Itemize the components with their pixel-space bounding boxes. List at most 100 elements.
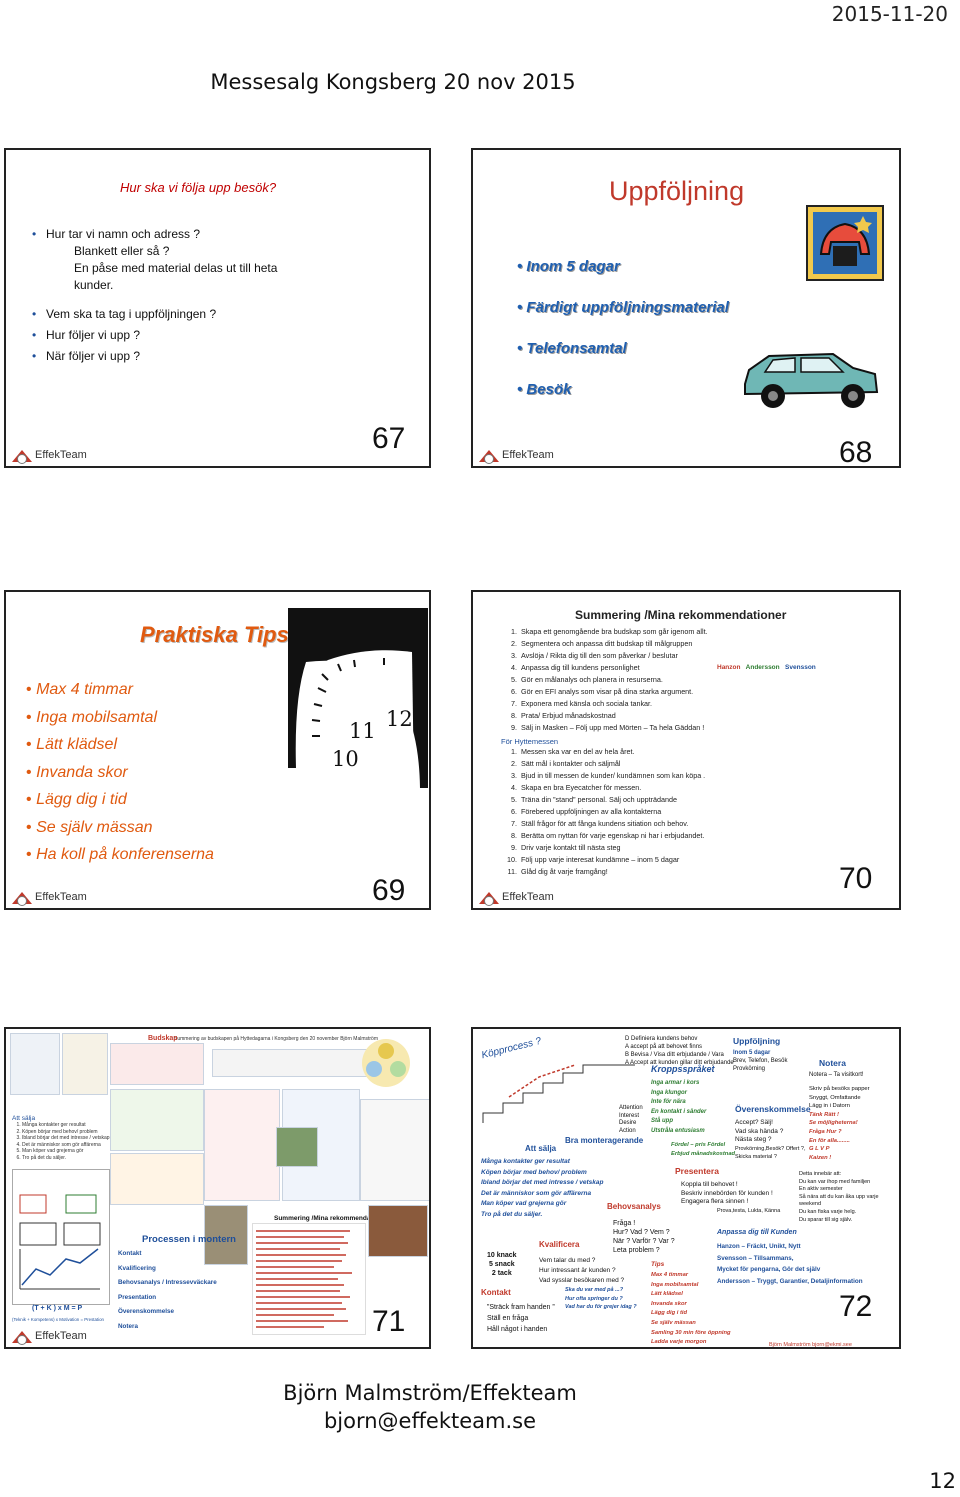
question-item: När följer vi upp ? bbox=[32, 348, 392, 365]
mid-block bbox=[360, 1099, 429, 1201]
slide-number: 69 bbox=[372, 874, 406, 907]
circle-diagram-icon bbox=[362, 1039, 410, 1087]
recommendation-item: Gör en EFI analys som visar på dina star… bbox=[519, 686, 769, 698]
followup-item: • Inom 5 dagar bbox=[517, 258, 620, 275]
info-block bbox=[10, 1033, 60, 1095]
name-hanzon: Hanzon bbox=[717, 664, 741, 671]
followup-item: • Besök bbox=[517, 381, 572, 398]
hyttemessen-item: Sätt mål i kontakter och säljmål bbox=[519, 758, 799, 770]
slide-69-list: • Max 4 timmar • Inga mobilsamtal • Lätt… bbox=[26, 676, 214, 869]
detta-list: Detta innebär att:Du kan var ihop med fa… bbox=[799, 1171, 879, 1223]
author-name: Björn Malmström/Effekteam bbox=[283, 1381, 577, 1405]
process-item: Behovsanalys / Intressevväckare bbox=[118, 1279, 217, 1286]
phone-clipart-icon bbox=[806, 205, 884, 281]
presentera-title: Presentera bbox=[675, 1166, 719, 1176]
tip-item: • Max 4 timmar bbox=[26, 681, 133, 698]
followup-item: • Färdigt uppföljningsmaterial bbox=[517, 299, 729, 316]
tip-item: • Lätt klädsel bbox=[26, 736, 117, 753]
notera-title: Notera bbox=[819, 1058, 846, 1068]
formula-sub: (Teknik + Kompetens) x Motivation = Pres… bbox=[12, 1317, 105, 1322]
anpassa-title: Anpassa dig till Kunden bbox=[717, 1229, 797, 1236]
notera-sub: Notera – Ta visitkort! bbox=[809, 1072, 864, 1078]
overens-title: Överenskommelse bbox=[735, 1104, 811, 1114]
hyttemessen-item: Berätta om nyttan för varje egenskap ni … bbox=[519, 830, 799, 842]
photo-block bbox=[276, 1127, 318, 1167]
tip-item: • Ha koll på konferenserna bbox=[26, 846, 214, 863]
clock-number: 12 bbox=[386, 707, 413, 731]
processen-title: Processen i montern bbox=[142, 1234, 236, 1245]
tip-item: • Inga mobilsamtal bbox=[26, 708, 158, 726]
process-item: Notera bbox=[118, 1322, 138, 1330]
kontakt-list: ”Sträck fram handen ”Ställ en fråga Håll… bbox=[487, 1304, 555, 1333]
chart-block bbox=[12, 1169, 110, 1305]
mid-block bbox=[110, 1089, 204, 1151]
uppfoljning-title: Uppföljning bbox=[733, 1036, 781, 1046]
effekteam-logo: EffekTeam bbox=[12, 448, 87, 464]
hyttemessen-item: Bjud in till messen de kunder/ kundämnen… bbox=[519, 770, 799, 782]
document-title: Messesalg Kongsberg 20 nov 2015 bbox=[210, 70, 576, 94]
budskap-block bbox=[110, 1043, 204, 1085]
effekteam-logo: EffekTeam bbox=[12, 890, 87, 906]
budskap-title: Budskap bbox=[148, 1035, 178, 1042]
hyttemessen-item: Messen ska var en del av hela året. bbox=[519, 746, 799, 758]
name-andersson: Andersson bbox=[745, 664, 780, 671]
kvalificera-title: Kvalificera bbox=[539, 1240, 580, 1249]
slide-71: Summering av budskapen på Hyttedagarna i… bbox=[4, 1027, 431, 1349]
page-number: 12 bbox=[929, 1469, 956, 1493]
tip-item: • Lägg dig i tid bbox=[26, 791, 127, 808]
house-photo-block bbox=[368, 1205, 428, 1257]
question-item: Hur följer vi upp ? bbox=[32, 327, 392, 344]
personality-names: Hanzon Andersson Svensson bbox=[717, 664, 816, 671]
process-item: Kvalificering bbox=[118, 1264, 156, 1272]
slide-number: 71 bbox=[372, 1305, 406, 1338]
att-salja-title: Att sälja bbox=[525, 1144, 557, 1153]
mid-block bbox=[110, 1153, 204, 1205]
sales-graph-icon bbox=[19, 1194, 101, 1290]
recommendation-item: Gör en målanalys och planera in resurser… bbox=[519, 674, 769, 686]
recommendation-list: Skapa ett genomgående bra budskap som gå… bbox=[501, 626, 769, 734]
summering-title: Summering /Mina rekommendationer bbox=[274, 1215, 389, 1222]
att-salja-title: Att sälja bbox=[12, 1115, 36, 1122]
hyttemessen-item: Förebered uppföljningen av alla kontakte… bbox=[519, 806, 799, 818]
slide-68-list: • Inom 5 dagar • Färdigt uppföljningsmat… bbox=[517, 246, 729, 410]
recommendation-item: Sälj in Masken – Följ upp med Mörten – T… bbox=[519, 722, 769, 734]
name-svensson: Svensson bbox=[785, 664, 816, 671]
author-email: bjorn@effekteam.se bbox=[323, 1409, 537, 1433]
slide-70-title: Summering /Mina rekommendationer bbox=[575, 608, 787, 622]
behovsanalys-title: Behovsanalys bbox=[607, 1202, 661, 1211]
dialog-list: Ska du var med på ...?Hur ofta springer … bbox=[565, 1287, 637, 1310]
slide-68: Uppföljning • Inom 5 dagar • Färdigt upp… bbox=[471, 148, 901, 468]
hyttemessen-item: Driv varje kontakt till nästa steg bbox=[519, 842, 799, 854]
hyttemessen-item: Ställ frågor för att fånga kundens sitia… bbox=[519, 818, 799, 830]
hyttemessen-item: Träna din ”stand” personal. Sälj och upp… bbox=[519, 794, 799, 806]
slide-69: Praktiska Tips • Max 4 timmar • Inga mob… bbox=[4, 590, 431, 910]
tips-title: Tips bbox=[651, 1261, 665, 1268]
hyttemessen-item: Glåd dig åt varje framgång! bbox=[519, 866, 799, 878]
slide-number: 72 bbox=[839, 1290, 873, 1323]
uppfoljning-list: Inom 5 dagar Brev, Telefon, Besök Provkö… bbox=[733, 1050, 788, 1072]
recommendation-item: Anpassa dig till kundens personlighet bbox=[519, 662, 769, 674]
clock-clipart-icon bbox=[288, 608, 428, 788]
logo-icon bbox=[479, 890, 499, 906]
overens-list: Accept? Sälj!Vad ska hända ? Nästa steg … bbox=[735, 1119, 806, 1160]
photo-block bbox=[204, 1205, 248, 1265]
formula: (T + K ) x M = P bbox=[32, 1305, 83, 1312]
presentera-list: Koppla till behovet !Beskriv innebörden … bbox=[681, 1181, 781, 1214]
clock-number: 10 bbox=[332, 747, 359, 771]
kvalificera-list: Vem talar du med ?Hur intressant är kund… bbox=[539, 1257, 625, 1284]
slide-69-title: Praktiska Tips bbox=[140, 622, 289, 647]
sub-item: Blankett eller så ? bbox=[74, 244, 170, 258]
kroppssprak-title: Kroppsspråket bbox=[651, 1064, 715, 1074]
slide-67-heading: Hur ska vi följa upp besök? bbox=[120, 180, 277, 195]
